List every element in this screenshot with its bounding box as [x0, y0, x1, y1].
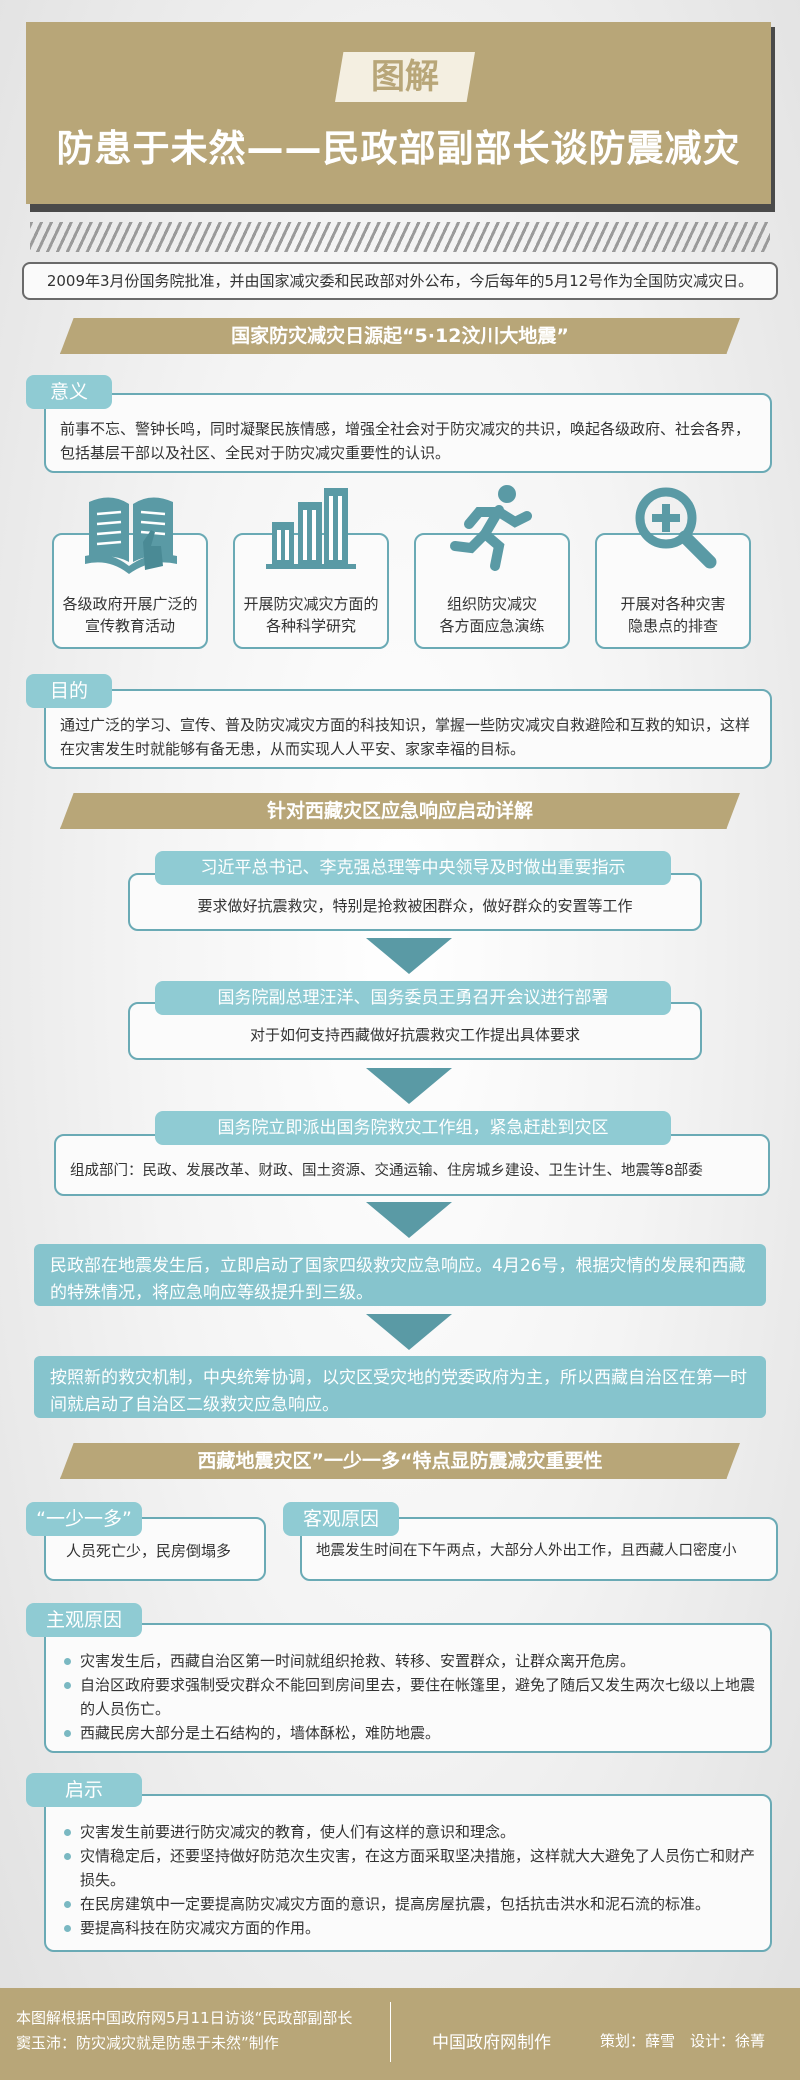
footer-divider [390, 2002, 391, 2062]
arrow-down-icon [366, 1068, 452, 1104]
step1-detail: 要求做好抗震救灾，特别是抢救被困群众，做好群众的安置等工作 [197, 897, 633, 915]
list-item: 自治区政府要求强制受灾群众不能回到房间里去，要住在帐篷里，避免了随后又发生两次七… [60, 1673, 756, 1721]
subjective-box: 灾害发生后，西藏自治区第一时间就组织抢救、转移、安置群众，让群众离开危房。 自治… [44, 1623, 772, 1753]
step2-title: 国务院副总理汪洋、国务委员王勇召开会议进行部署 [155, 981, 671, 1015]
step1-title: 习近平总书记、李克强总理等中央领导及时做出重要指示 [155, 851, 671, 885]
card-inspection: 开展对各种灾害 隐患点的排查 [595, 533, 751, 649]
decorative-stripes [30, 222, 770, 252]
yishao-tag: “一少一多” [26, 1502, 142, 1536]
card-research-line1: 开展防灾减灾方面的 [243, 595, 379, 613]
list-item: 在民房建筑中一定要提高防灾减灾方面的意识，提高房屋抗震，包括抗击洪水和泥石流的标… [60, 1892, 756, 1916]
list-item: 西藏民房大部分是土石结构的，墙体酥松，难防地震。 [60, 1721, 756, 1745]
lesson-box: 灾害发生前要进行防灾减灾的教育，使人们有这样的意识和理念。 灾情稳定后，还要坚持… [44, 1794, 772, 1952]
running-person-icon [450, 485, 532, 571]
page-title: 防患于未然——民政部副部长谈防震减灾 [56, 127, 741, 170]
list-item: 灾情稳定后，还要坚持做好防范次生灾害，在这方面采取坚决措施，这样就大大避免了人员… [60, 1844, 756, 1892]
book-icon [85, 497, 177, 574]
header-panel [26, 22, 771, 204]
header-badge: 图解 [335, 52, 475, 102]
card-inspection-line1: 开展对各种灾害 [620, 595, 726, 613]
purpose-tag: 目的 [26, 674, 112, 708]
subjective-list: 灾害发生后，西藏自治区第一时间就组织抢救、转移、安置群众，让群众离开危房。 自治… [60, 1649, 756, 1745]
yishao-text: 人员死亡少，民房倒塌多 [66, 1542, 232, 1560]
tibet-response-box: 按照新的救灾机制，中央统筹协调，以灾区受灾地的党委政府为主，所以西藏自治区在第一… [34, 1356, 766, 1418]
card-education-line1: 各级政府开展广泛的 [62, 595, 198, 613]
footer-source: 本图解根据中国政府网5月11日访谈“民政部副部长 窦玉沛：防灾减灾就是防患于未然… [16, 2006, 386, 2056]
footer-credit: 策划：薛雪 设计：徐菁 [600, 2032, 766, 2050]
footer: 本图解根据中国政府网5月11日访谈“民政部副部长 窦玉沛：防灾减灾就是防患于未然… [0, 1988, 800, 2080]
objective-text: 地震发生时间在下午两点，大部分人外出工作，且西藏人口密度小 [316, 1543, 737, 1559]
step3-title: 国务院立即派出国务院救灾工作组，紧急赶赴到灾区 [155, 1111, 671, 1145]
buildings-icon [266, 488, 356, 569]
card-drill: 组织防灾减灾 各方面应急演练 [414, 533, 570, 649]
purpose-box: 通过广泛的学习、宣传、普及防灾减灾方面的科技知识，掌握一些防灾减灾自救避险和互救… [44, 689, 772, 769]
card-research-line2: 各种科学研究 [265, 617, 356, 635]
section2-banner: 针对西藏灾区应急响应启动详解 [60, 793, 740, 829]
footer-maker: 中国政府网制作 [432, 2033, 551, 2053]
meaning-box: 前事不忘、警钟长鸣，同时凝聚民族情感，增强全社会对于防灾减灾的共识，唤起各级政府… [44, 393, 772, 473]
meaning-tag: 意义 [26, 375, 112, 409]
card-drill-line1: 组织防灾减灾 [446, 595, 537, 613]
card-education: 各级政府开展广泛的 宣传教育活动 [52, 533, 208, 649]
step3-detail: 组成部门：民政、发展改革、财政、国土资源、交通运输、住房城乡建设、卫生计生、地震… [70, 1163, 703, 1179]
lesson-list: 灾害发生前要进行防灾减灾的教育，使人们有这样的意识和理念。 灾情稳定后，还要坚持… [60, 1820, 756, 1940]
meaning-text: 前事不忘、警钟长鸣，同时凝聚民族情感，增强全社会对于防灾减灾的共识，唤起各级政府… [60, 420, 751, 462]
card-drill-line2: 各方面应急演练 [439, 617, 545, 635]
card-inspection-line2: 隐患点的排查 [627, 617, 718, 635]
section1-banner: 国家防灾减灾日源起“5·12汶川大地震” [60, 318, 740, 354]
card-education-line2: 宣传教育活动 [84, 617, 175, 635]
intro-text: 2009年3月份国务院批准，并由国家减灾委和民政部对外公布，今后每年的5月12号… [22, 262, 778, 300]
arrow-down-icon [366, 938, 452, 974]
section3-banner: 西藏地震灾区”一少一多“特点显防震减灾重要性 [60, 1443, 740, 1479]
objective-tag: 客观原因 [283, 1502, 399, 1536]
response-level-box: 民政部在地震发生后，立即启动了国家四级救灾应急响应。4月26号，根据灾情的发展和… [34, 1244, 766, 1306]
step2-detail: 对于如何支持西藏做好抗震救灾工作提出具体要求 [249, 1026, 580, 1044]
footer-source-line2: 窦玉沛：防灾减灾就是防患于未然”制作 [16, 2034, 279, 2052]
magnifier-plus-icon [635, 487, 717, 569]
arrow-down-icon [366, 1314, 452, 1350]
purpose-text: 通过广泛的学习、宣传、普及防灾减灾方面的科技知识，掌握一些防灾减灾自救避险和互救… [60, 716, 751, 758]
arrow-down-icon [366, 1202, 452, 1238]
list-item: 灾害发生后，西藏自治区第一时间就组织抢救、转移、安置群众，让群众离开危房。 [60, 1649, 756, 1673]
subjective-tag: 主观原因 [26, 1603, 142, 1637]
footer-source-line1: 本图解根据中国政府网5月11日访谈“民政部副部长 [16, 2009, 353, 2027]
list-item: 灾害发生前要进行防灾减灾的教育，使人们有这样的意识和理念。 [60, 1820, 756, 1844]
lesson-tag: 启示 [26, 1773, 142, 1807]
list-item: 要提高科技在防灾减灾方面的作用。 [60, 1916, 756, 1940]
